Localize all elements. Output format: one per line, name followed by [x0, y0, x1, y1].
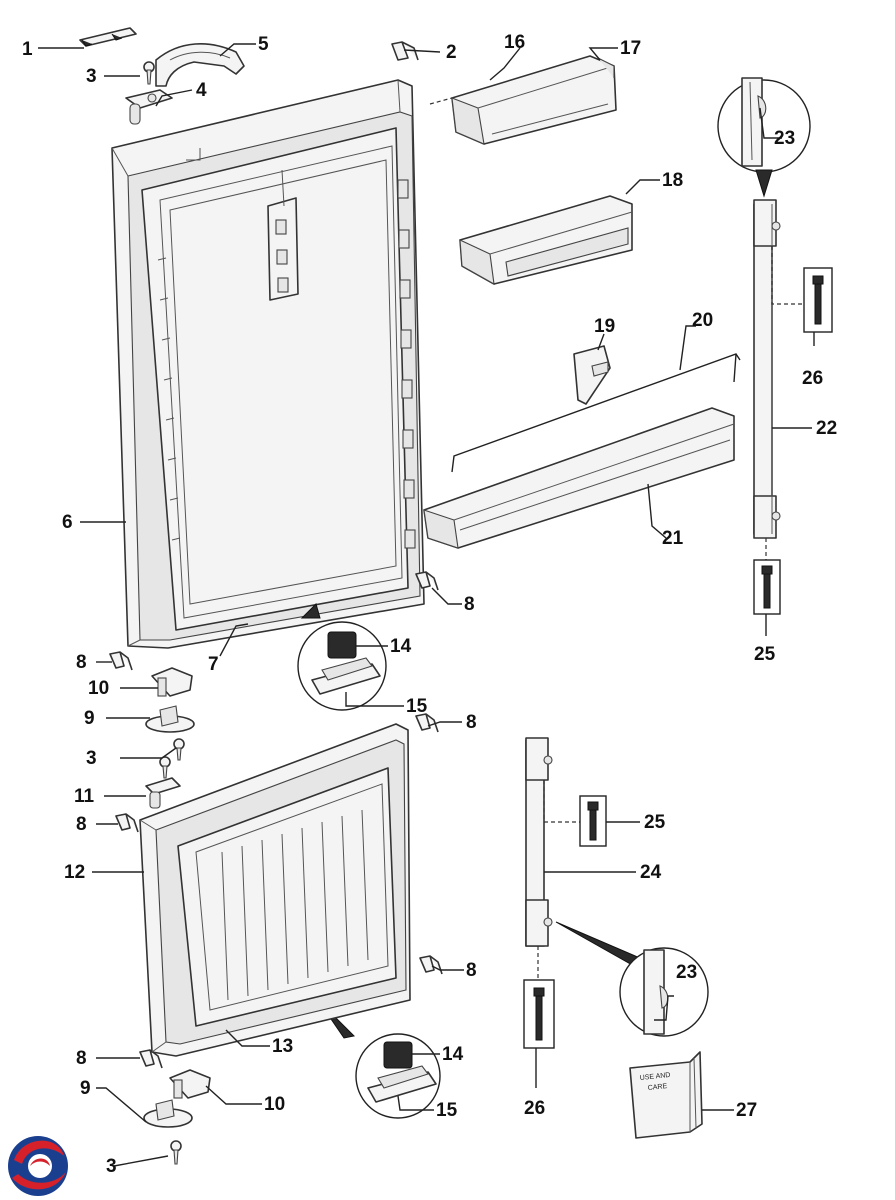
callout-20: 20 — [692, 310, 713, 331]
bottle-rail-part — [451, 353, 741, 473]
leader-lines — [38, 43, 815, 1167]
middle-hinge-parts — [145, 667, 195, 809]
callout-24: 24 — [640, 862, 662, 883]
callout-7: 7 — [208, 654, 219, 675]
callout-5: 5 — [258, 34, 269, 55]
handle-screw-box — [803, 267, 833, 333]
callout-23-bottom: 23 — [676, 962, 697, 983]
shelf-clip-part — [573, 345, 611, 405]
fridge-door — [111, 79, 425, 649]
callout-17: 17 — [620, 38, 641, 59]
callout-labels: 1 2 3 4 5 6 7 8 8 8 8 8 8 9 9 10 10 3 3 … — [22, 32, 837, 1177]
callout-15-upper: 15 — [406, 696, 428, 717]
callout-8-upper-right: 8 — [464, 594, 475, 615]
door-stopper-detail-upper — [297, 603, 387, 711]
freezer-door — [139, 723, 411, 1057]
callout-14-lower: 14 — [442, 1044, 464, 1065]
callout-14-upper: 14 — [390, 636, 412, 657]
callout-11: 11 — [74, 786, 95, 807]
bottom-hinge-parts — [143, 1069, 211, 1165]
manual-cover-line-2: CARE — [647, 1083, 667, 1092]
callout-3-middle: 3 — [86, 748, 97, 769]
use-and-care-manual: USE AND CARE — [629, 1051, 703, 1139]
door-stop-clips — [109, 571, 443, 1069]
callout-3-top: 3 — [86, 66, 97, 87]
brand-logo-icon — [8, 1136, 68, 1196]
handle-screw-box-small — [753, 559, 781, 615]
lower-handle-screw-box — [579, 795, 607, 847]
handle-end-cap-detail — [717, 77, 811, 198]
clip-part — [391, 41, 419, 61]
callout-22: 22 — [816, 418, 837, 439]
callout-1: 1 — [22, 39, 33, 60]
callout-13: 13 — [272, 1036, 293, 1057]
callout-23-top: 23 — [774, 128, 795, 149]
small-door-shelf-part — [459, 195, 633, 286]
upper-handle-part — [753, 199, 806, 560]
callout-15-lower: 15 — [436, 1100, 458, 1121]
hinge-cover-part — [79, 27, 137, 47]
callout-18: 18 — [662, 170, 683, 191]
callout-8-lower-left: 8 — [76, 1048, 87, 1069]
callout-10-bottom: 10 — [264, 1094, 285, 1115]
bottle-shelf-part — [423, 407, 735, 549]
callout-21: 21 — [662, 528, 684, 549]
callout-26-top: 26 — [802, 368, 823, 389]
callout-26-bottom: 26 — [524, 1098, 545, 1119]
callout-4: 4 — [196, 80, 207, 101]
callout-8-lower-right: 8 — [466, 960, 477, 981]
callout-16: 16 — [504, 32, 525, 53]
callout-25-top: 25 — [754, 644, 776, 665]
callout-19: 19 — [594, 316, 615, 337]
callout-27: 27 — [736, 1100, 757, 1121]
screw-part — [143, 61, 155, 85]
lower-handle-part — [525, 737, 641, 980]
callout-6: 6 — [62, 512, 73, 533]
callout-3-bottom: 3 — [106, 1156, 117, 1177]
lower-handle-long-screw-box — [523, 979, 555, 1049]
callout-8-upper-left: 8 — [76, 652, 87, 673]
callout-12: 12 — [64, 862, 85, 883]
callout-9-bottom: 9 — [80, 1078, 91, 1099]
callout-25-middle: 25 — [644, 812, 666, 833]
callout-8-middle-right: 8 — [466, 712, 477, 733]
callout-8-middle-left: 8 — [76, 814, 87, 835]
manual-cover-line-1: USE AND — [639, 1072, 670, 1082]
callout-10-middle: 10 — [88, 678, 109, 699]
door-stopper-detail-lower — [317, 999, 441, 1119]
callout-9-middle: 9 — [84, 708, 95, 729]
callout-2: 2 — [446, 42, 457, 63]
dairy-compartment-part — [429, 55, 617, 145]
top-hinge-part — [125, 89, 173, 125]
